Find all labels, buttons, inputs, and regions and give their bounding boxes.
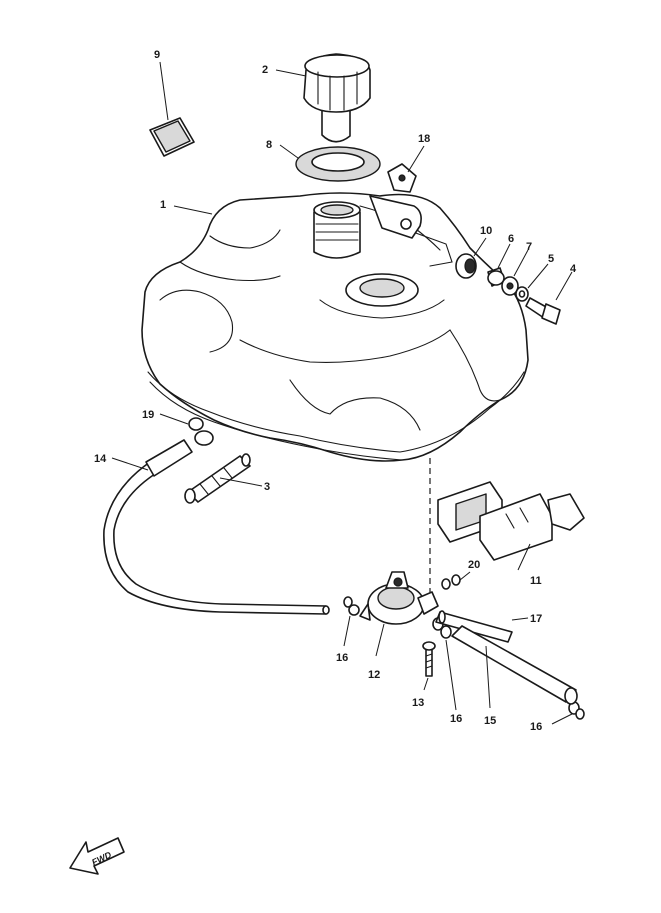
callout-labels: 1 2 3 4 5 6 7 8 9 10 11 12 13 14 15 16 1… — [94, 49, 577, 733]
callout-2: 2 — [262, 64, 268, 76]
callout-7: 7 — [526, 241, 532, 253]
part-16-clip-c — [551, 701, 585, 725]
part-15-hose — [451, 625, 578, 709]
callout-3: 3 — [264, 481, 270, 493]
callout-18: 18 — [418, 133, 430, 145]
part-7-washer — [501, 249, 529, 296]
part-3-strainer — [184, 453, 263, 504]
part-1-fuel-tank — [141, 192, 529, 462]
callout-1: 1 — [160, 199, 166, 211]
part-2-fuel-cap — [275, 53, 371, 143]
part-8-gasket — [279, 144, 381, 182]
callout-16a: 16 — [336, 652, 348, 664]
part-19-clip — [159, 413, 214, 446]
callout-9: 9 — [154, 49, 160, 61]
callout-4: 4 — [570, 263, 577, 275]
part-16-clip-b — [432, 617, 457, 711]
part-18-bracket — [387, 145, 425, 193]
callout-8: 8 — [266, 139, 272, 151]
part-6-collar — [487, 243, 511, 287]
part-4-bolt — [525, 271, 573, 325]
part-16-clip-a — [343, 596, 360, 647]
callout-17: 17 — [530, 613, 542, 625]
callout-13: 13 — [412, 697, 424, 709]
callout-14: 14 — [94, 453, 107, 465]
part-11-damper — [437, 481, 585, 571]
part-14-fuel-hose — [103, 439, 330, 615]
callout-16b: 16 — [450, 713, 462, 725]
callout-12: 12 — [368, 669, 380, 681]
part-20-clip — [441, 571, 471, 590]
callout-10: 10 — [480, 225, 492, 237]
callout-20: 20 — [468, 559, 480, 571]
callout-11: 11 — [530, 575, 542, 587]
part-12-fuel-valve — [359, 571, 439, 657]
callout-5: 5 — [548, 253, 554, 265]
callout-16c: 16 — [530, 721, 542, 733]
part-13-screw — [422, 641, 436, 691]
part-17-hose — [435, 610, 529, 643]
forward-direction-arrow: FWD — [69, 837, 125, 875]
callout-15: 15 — [484, 715, 496, 727]
part-5-washer — [515, 263, 549, 302]
callout-6: 6 — [508, 233, 514, 245]
part-10-rubber-damper — [455, 237, 487, 279]
callout-19: 19 — [142, 409, 154, 421]
part-9-label — [149, 61, 195, 157]
